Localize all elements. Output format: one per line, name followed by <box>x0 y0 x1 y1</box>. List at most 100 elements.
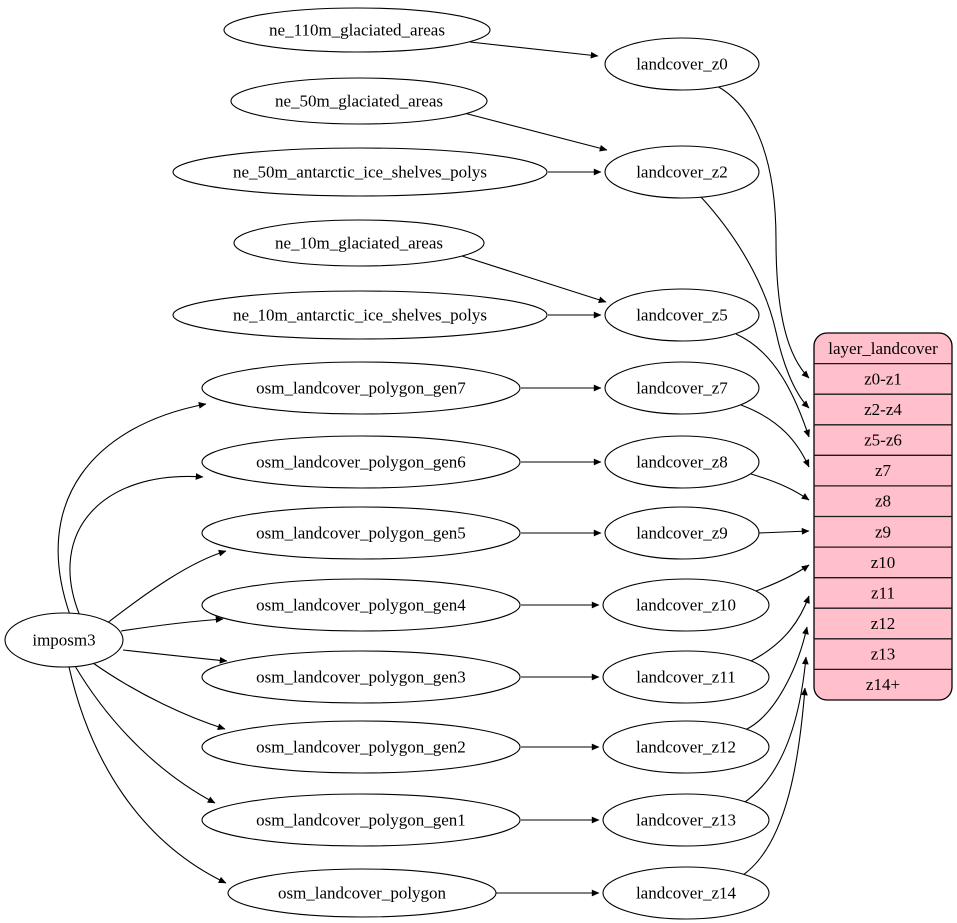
imposm3-ellipse <box>4 612 124 668</box>
z2-ellipse <box>604 145 760 199</box>
node-osm-landcover-polygon-gen3: osm_landcover_polygon_gen3 <box>201 650 521 704</box>
node-osm-landcover-polygon-gen5: osm_landcover_polygon_gen5 <box>201 506 521 560</box>
z7-ellipse <box>604 361 760 415</box>
node-osm-landcover-polygon-gen4: osm_landcover_polygon_gen4 <box>201 578 521 632</box>
z11-label: landcover_z11 <box>636 668 735 687</box>
z10-label: landcover_z10 <box>636 596 736 615</box>
layer-table-row-z10: z10 <box>871 553 896 572</box>
z5-ellipse <box>604 288 760 342</box>
z0-label: landcover_z0 <box>636 55 728 74</box>
node-osm-landcover-polygon-gen1: osm_landcover_polygon_gen1 <box>201 793 521 847</box>
gen6-label: osm_landcover_polygon_gen6 <box>256 453 466 472</box>
node-landcover-z12: landcover_z12 <box>602 720 770 774</box>
gen7-label: osm_landcover_polygon_gen7 <box>256 379 466 398</box>
node-imposm3: imposm3 <box>4 612 124 668</box>
gen1-label: osm_landcover_polygon_gen1 <box>256 811 466 830</box>
ne-10m-antarctic-ellipse <box>172 290 548 340</box>
edge-imposm3-to-gen1 <box>74 665 216 804</box>
polygon-ellipse <box>227 868 497 918</box>
node-osm-landcover-polygon-gen7: osm_landcover_polygon_gen7 <box>201 361 521 415</box>
edge-z7-to-row-z7 <box>740 404 810 468</box>
edge-z0-to-row-z0-z1 <box>716 85 810 379</box>
z12-ellipse <box>602 720 770 774</box>
edge-imposm3-to-gen2 <box>92 662 226 731</box>
edge-z5-to-row-z5-z6 <box>735 333 810 438</box>
node-landcover-z5: landcover_z5 <box>604 288 760 342</box>
node-landcover-z11: landcover_z11 <box>602 650 770 704</box>
node-osm-landcover-polygon: osm_landcover_polygon <box>227 868 497 918</box>
node-ne-10m-glaciated-areas: ne_10m_glaciated_areas <box>233 219 485 267</box>
layer-table-row-z7: z7 <box>875 461 892 480</box>
edge-ne50m-to-z2 <box>463 112 608 152</box>
gen4-label: osm_landcover_polygon_gen4 <box>256 596 466 615</box>
node-ne-110m-glaciated-areas: ne_110m_glaciated_areas <box>223 7 491 53</box>
ne-110m-ellipse <box>223 7 491 53</box>
gen2-label: osm_landcover_polygon_gen2 <box>256 738 466 757</box>
layer-table-row-z11: z11 <box>871 583 895 602</box>
edge-imposm3-to-gen5 <box>105 549 227 625</box>
layer-table-row-z0-z1: z0-z1 <box>864 369 902 388</box>
ne-50m-antarctic-ellipse <box>172 147 548 197</box>
edge-imposm3-to-gen6 <box>69 473 204 617</box>
edge-z2-to-row-z2-z4 <box>700 196 810 409</box>
edge-ne110m-to-z0 <box>469 41 599 59</box>
imposm3-label: imposm3 <box>32 631 95 650</box>
node-ne-50m-glaciated-areas: ne_50m_glaciated_areas <box>230 77 488 125</box>
z14-ellipse <box>602 866 770 920</box>
layer-table-row-z9: z9 <box>875 522 891 541</box>
edge-ne10m-to-z5 <box>461 255 607 304</box>
layer-table-row-z14plus: z14+ <box>866 675 900 694</box>
node-landcover-z13: landcover_z13 <box>602 793 770 847</box>
ne-10m-antarctic-label: ne_10m_antarctic_ice_shelves_polys <box>233 306 487 325</box>
ne-50m-label: ne_50m_glaciated_areas <box>275 92 443 111</box>
gen3-ellipse <box>201 650 521 704</box>
node-landcover-z9: landcover_z9 <box>604 506 760 560</box>
z13-ellipse <box>602 793 770 847</box>
gen3-label: osm_landcover_polygon_gen3 <box>256 668 466 687</box>
z2-label: landcover_z2 <box>636 163 728 182</box>
gen1-ellipse <box>201 793 521 847</box>
gen7-ellipse <box>201 361 521 415</box>
node-landcover-z2: landcover_z2 <box>604 145 760 199</box>
node-ne-50m-antarctic-ice-shelves-polys: ne_50m_antarctic_ice_shelves_polys <box>172 147 548 197</box>
edge-layer <box>57 41 810 897</box>
layer-table-row-z8: z8 <box>875 492 891 511</box>
node-ne-10m-antarctic-ice-shelves-polys: ne_10m_antarctic_ice_shelves_polys <box>172 290 548 340</box>
edge-z12-to-row-z12 <box>744 626 809 731</box>
ne-110m-label: ne_110m_glaciated_areas <box>269 21 445 40</box>
ne-10m-ellipse <box>233 219 485 267</box>
ne-50m-ellipse <box>230 77 488 125</box>
z8-label: landcover_z8 <box>636 453 728 472</box>
gen6-ellipse <box>201 435 521 489</box>
gen4-ellipse <box>201 578 521 632</box>
node-landcover-z10: landcover_z10 <box>602 578 770 632</box>
gen5-ellipse <box>201 506 521 560</box>
z8-ellipse <box>604 435 760 489</box>
ne-50m-antarctic-label: ne_50m_antarctic_ice_shelves_polys <box>233 163 487 182</box>
edge-z13-to-row-z13 <box>741 656 809 805</box>
edge-imposm3-to-polygon <box>68 666 227 884</box>
z12-label: landcover_z12 <box>636 738 736 757</box>
z11-ellipse <box>602 650 770 704</box>
layer-table-title: layer_landcover <box>828 339 938 358</box>
edge-z11-to-row-z11 <box>750 595 810 662</box>
z14-label: landcover_z14 <box>636 884 737 903</box>
edge-imposm3-to-gen3 <box>122 649 228 664</box>
edge-imposm3-to-gen4 <box>120 616 224 632</box>
z0-ellipse <box>604 37 760 91</box>
layer-table-row-z12: z12 <box>871 614 896 633</box>
node-osm-landcover-polygon-gen6: osm_landcover_polygon_gen6 <box>201 435 521 489</box>
node-landcover-z7: landcover_z7 <box>604 361 760 415</box>
layer-table-row-z5-z6: z5-z6 <box>864 431 902 450</box>
z10-ellipse <box>602 578 770 632</box>
gen2-ellipse <box>201 720 521 774</box>
z7-label: landcover_z7 <box>636 379 728 398</box>
gen5-label: osm_landcover_polygon_gen5 <box>256 524 466 543</box>
node-landcover-z0: landcover_z0 <box>604 37 760 91</box>
edge-z14-to-row-z14plus <box>739 687 808 878</box>
layer-table-row-z13: z13 <box>871 645 896 664</box>
z9-label: landcover_z9 <box>636 524 728 543</box>
node-osm-landcover-polygon-gen2: osm_landcover_polygon_gen2 <box>201 720 521 774</box>
z5-label: landcover_z5 <box>636 306 728 325</box>
